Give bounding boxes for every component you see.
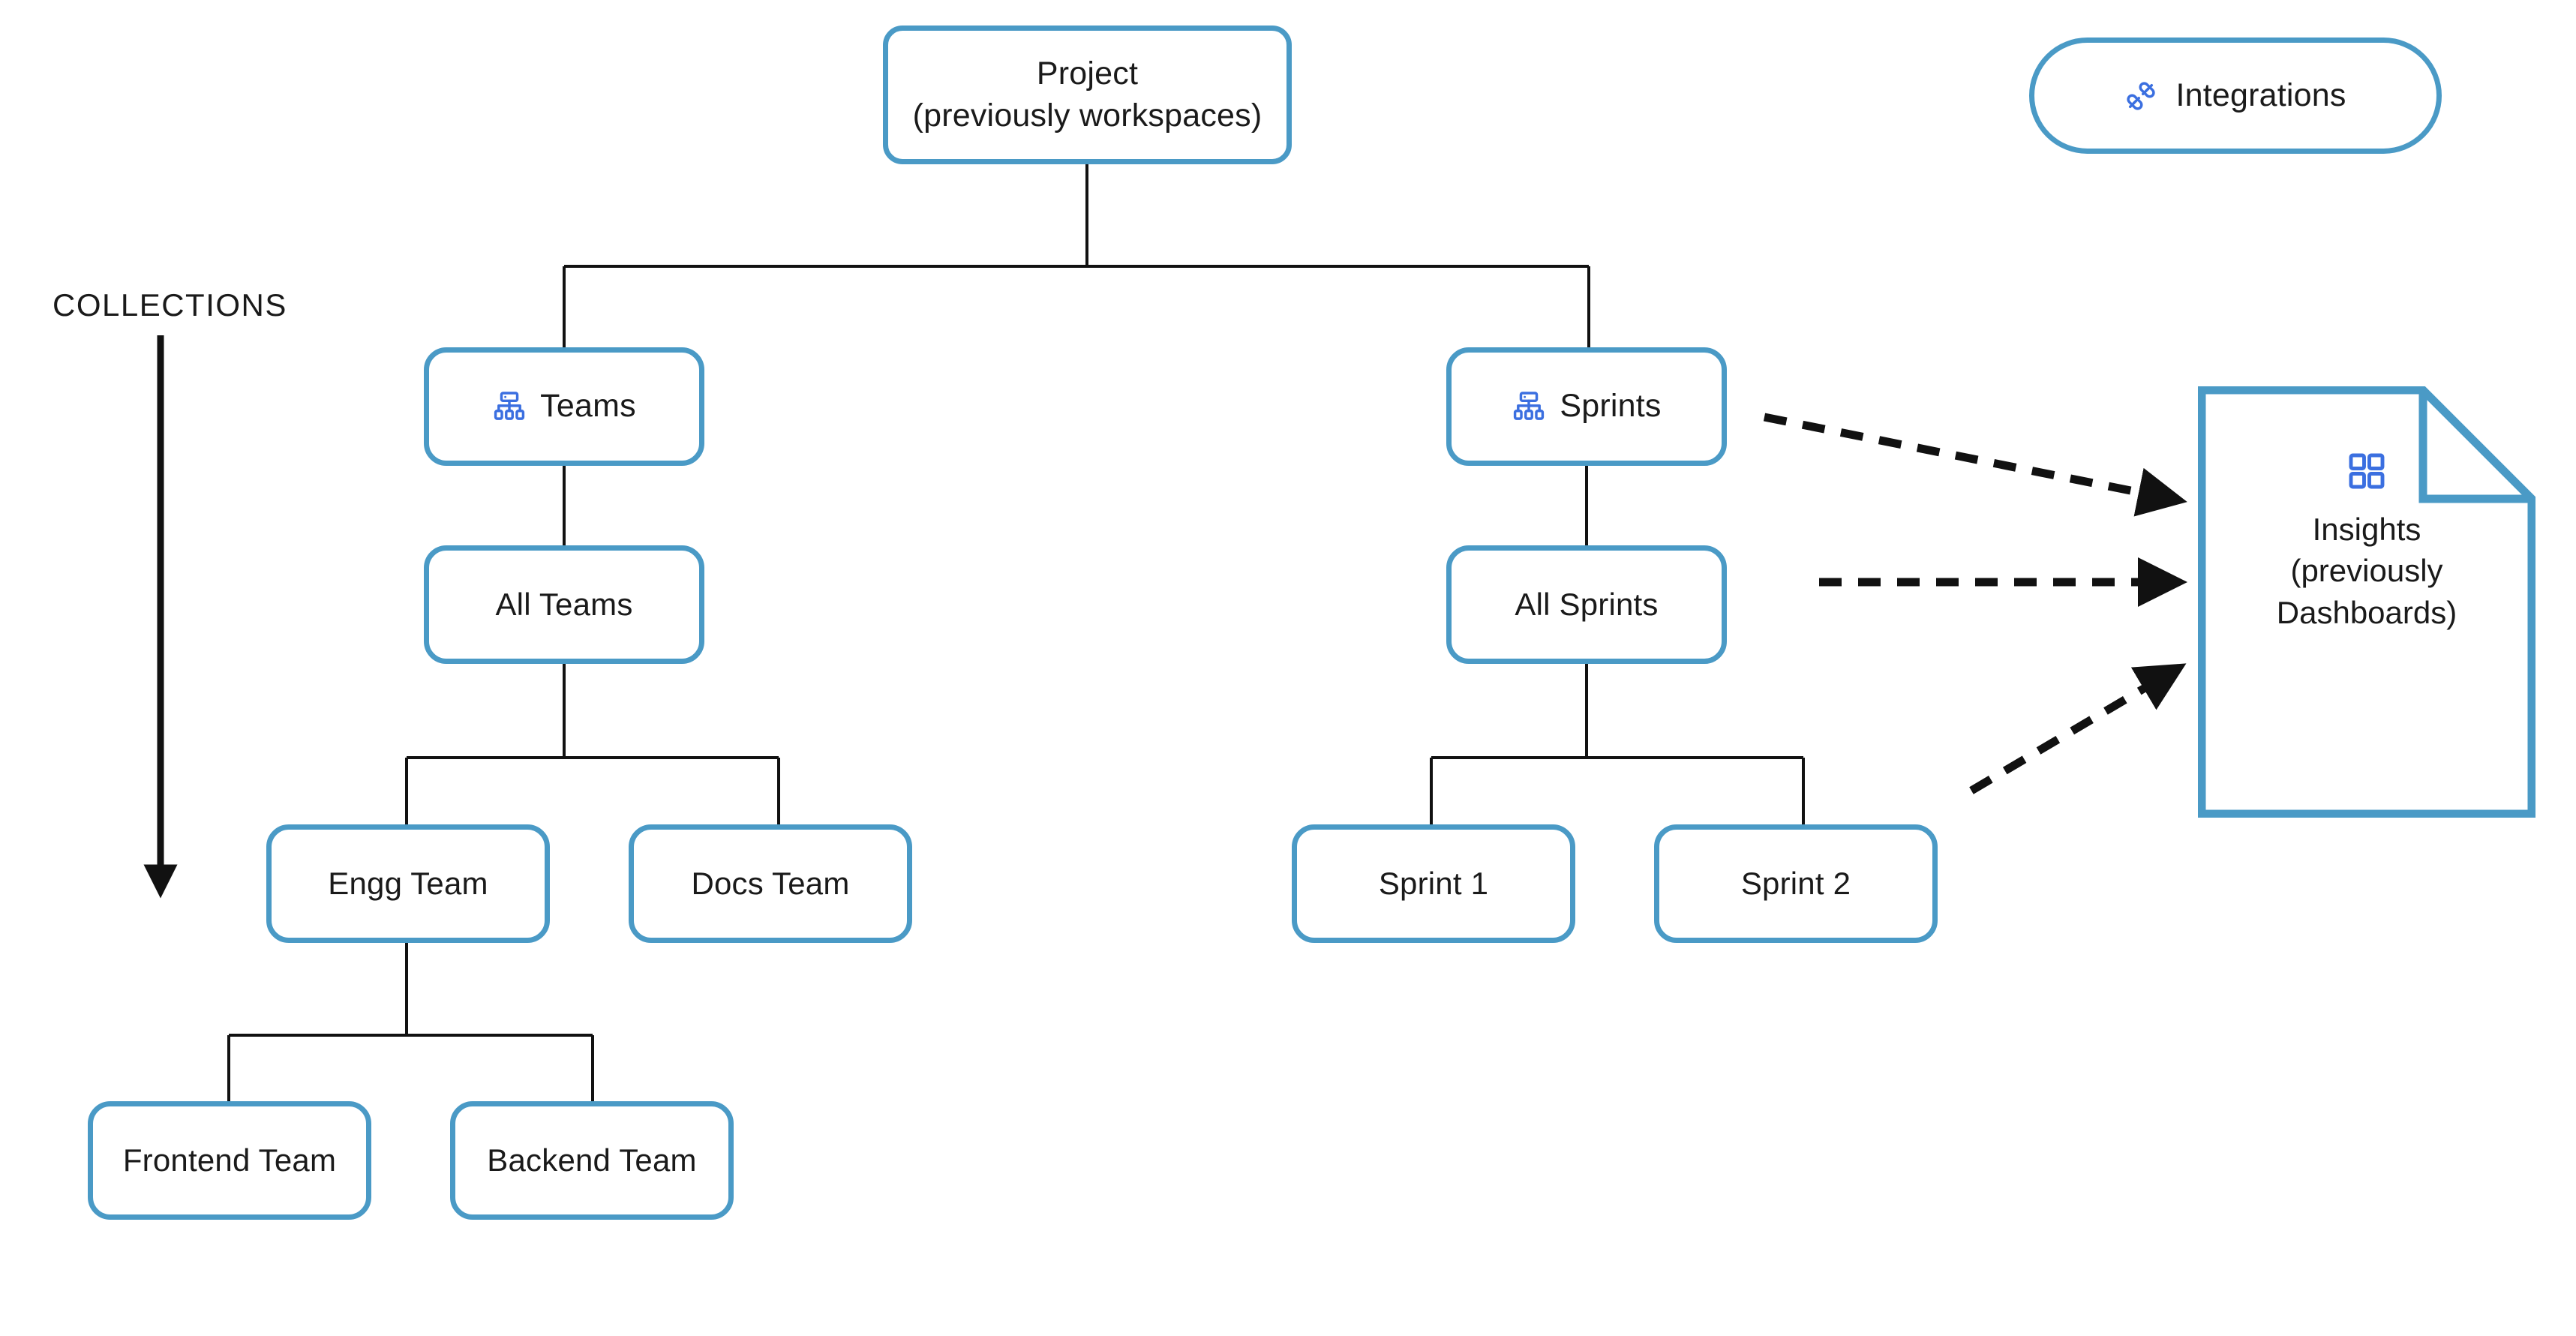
- node-engg-team[interactable]: Engg Team: [266, 824, 550, 943]
- node-frontend-team-label: Frontend Team: [122, 1142, 337, 1178]
- node-frontend-team[interactable]: Frontend Team: [88, 1101, 371, 1220]
- dashboard-grid-icon: [2346, 450, 2388, 492]
- tree-connectors: [227, 164, 1805, 1101]
- node-sprint-1[interactable]: Sprint 1: [1292, 824, 1575, 943]
- node-teams[interactable]: Teams: [424, 347, 704, 466]
- node-project-label: Project (previously workspaces): [912, 56, 1262, 134]
- dashed-arrows: [1763, 413, 2187, 794]
- node-all-sprints-label: All Sprints: [1515, 587, 1659, 623]
- node-sprint-1-label: Sprint 1: [1378, 866, 1489, 902]
- node-all-teams[interactable]: All Teams: [424, 545, 704, 664]
- node-teams-label: Teams: [540, 388, 636, 425]
- node-all-sprints[interactable]: All Sprints: [1446, 545, 1727, 664]
- node-sprint-2-label: Sprint 2: [1740, 866, 1851, 902]
- node-backend-team-label: Backend Team: [487, 1142, 697, 1178]
- node-all-teams-label: All Teams: [495, 587, 633, 623]
- node-integrations-label: Integrations: [2175, 77, 2346, 113]
- node-insights-label: Insights (previously Dashboards): [2276, 512, 2457, 630]
- hierarchy-icon: [492, 389, 527, 424]
- node-backend-team[interactable]: Backend Team: [450, 1101, 734, 1220]
- node-insights[interactable]: Insights (previously Dashboards): [2198, 386, 2535, 818]
- document-shape: [2198, 386, 2535, 818]
- hierarchy-icon: [1512, 389, 1546, 424]
- node-sprints[interactable]: Sprints: [1446, 347, 1727, 466]
- node-integrations[interactable]: Integrations: [2029, 38, 2442, 154]
- node-project[interactable]: Project (previously workspaces): [883, 26, 1292, 164]
- node-docs-team[interactable]: Docs Team: [629, 824, 912, 943]
- plug-connection-icon: [2124, 80, 2157, 113]
- node-sprints-label: Sprints: [1560, 388, 1662, 425]
- collections-label: COLLECTIONS: [53, 287, 287, 323]
- node-sprint-2[interactable]: Sprint 2: [1654, 824, 1938, 943]
- node-engg-team-label: Engg Team: [328, 866, 488, 902]
- node-docs-team-label: Docs Team: [691, 866, 850, 902]
